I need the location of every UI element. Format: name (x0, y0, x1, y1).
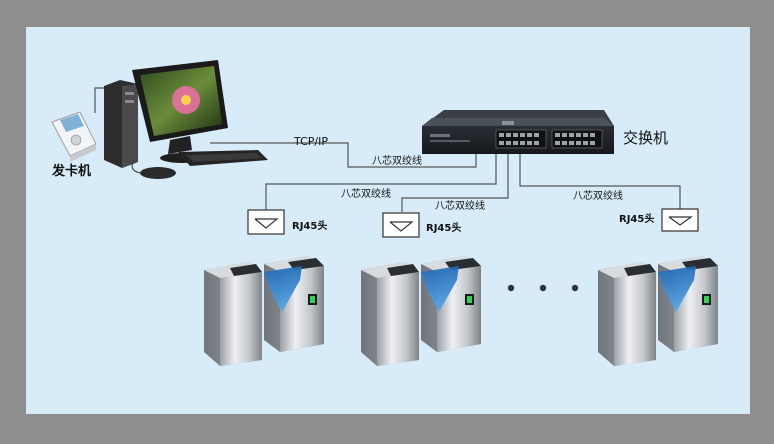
ellipsis-dots (507, 284, 579, 292)
rj45-label-left: RJ45头 (292, 219, 327, 232)
cable-label-main: 八芯双绞线 (372, 154, 422, 167)
rj45-jack-icon (382, 212, 420, 238)
tcpip-label: TCP/IP (293, 135, 328, 148)
desktop-computer-icon (104, 60, 268, 179)
card-issuer-label: 发卡机 (51, 163, 91, 179)
card-reader-icon (51, 111, 97, 162)
network-switch-icon (422, 110, 614, 154)
rj45-label-mid: RJ45头 (426, 221, 461, 234)
cable-label-right: 八芯双绞线 (573, 189, 623, 202)
cable-label-left: 八芯双绞线 (341, 187, 391, 200)
rj45-label-right: RJ45头 (619, 212, 654, 225)
cable-label-mid: 八芯双绞线 (435, 199, 485, 212)
switch-label: 交换机 (623, 129, 668, 147)
rj45-jack-icon (661, 208, 699, 232)
rj45-jack-icon (247, 209, 285, 235)
connection-lines (94, 87, 681, 212)
